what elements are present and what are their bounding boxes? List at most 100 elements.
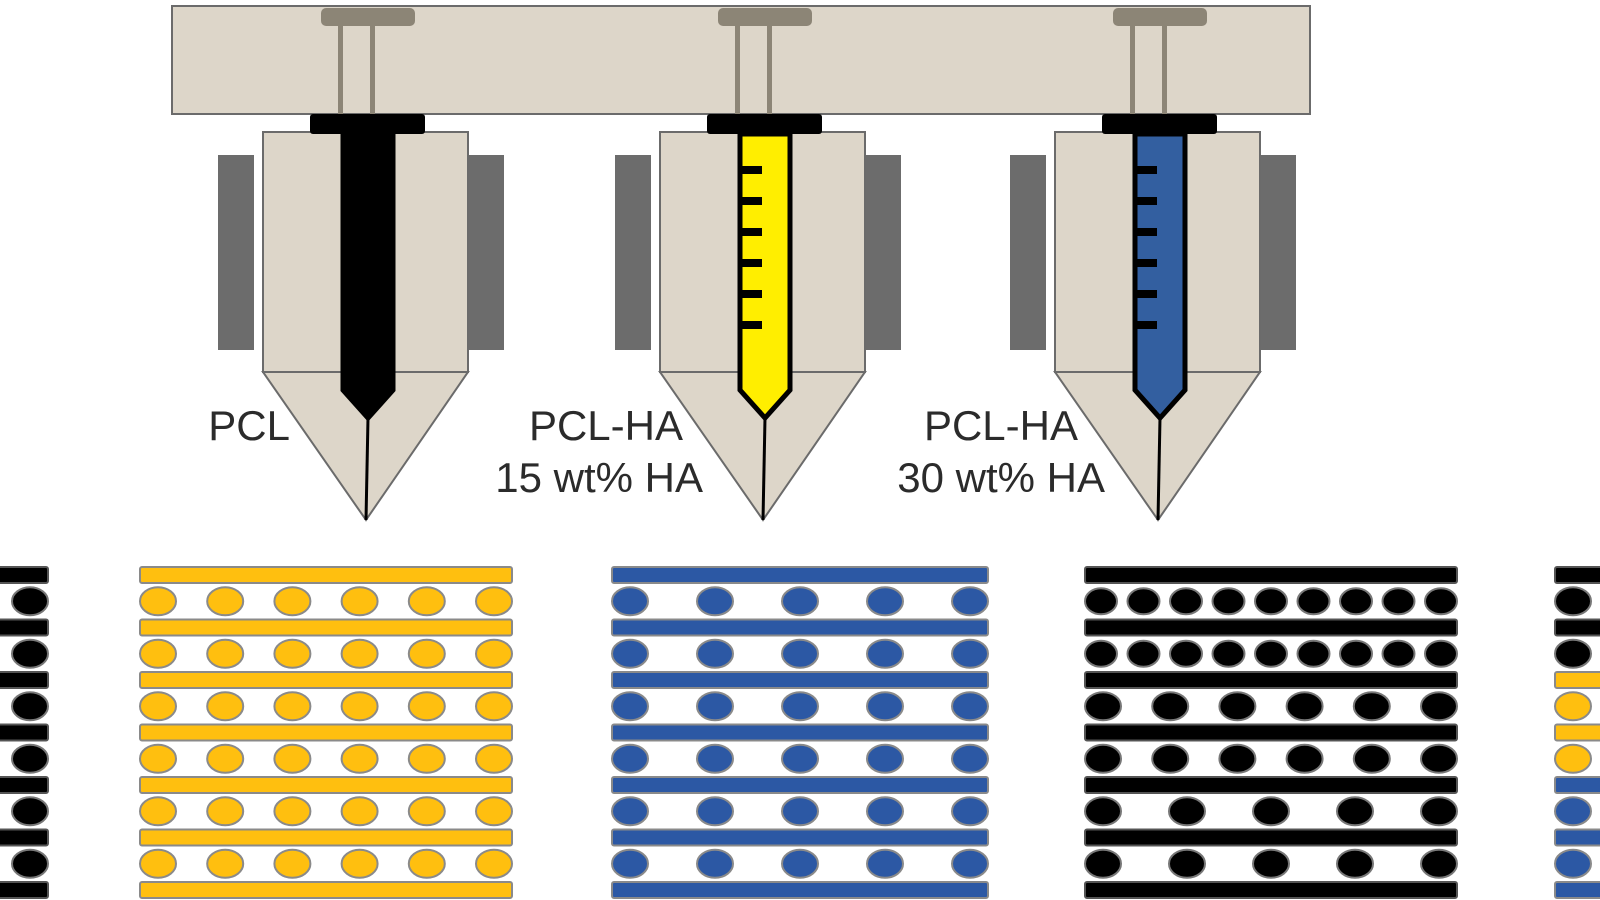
strand-cross-section [1126, 639, 1161, 668]
nozzle-labels: PCL PCL-HA 15 wt% HA PCL-HA 30 wt% HA [208, 402, 1105, 501]
strand-cross-section [951, 796, 989, 827]
strand-cross-section [611, 638, 649, 669]
strand-bar [611, 881, 989, 899]
plunger-head [1113, 8, 1207, 26]
strand-cross-section [781, 743, 819, 774]
syringe-needle [761, 417, 767, 521]
strand-cross-section [206, 796, 245, 827]
strand-cross-section [475, 638, 513, 669]
strand-cross-section [696, 638, 734, 669]
strand-cross-section [407, 691, 446, 722]
strand-cross-section [273, 848, 312, 879]
strand-cross-section [11, 848, 49, 879]
strand-cross-section [1554, 743, 1592, 774]
heater-left [218, 155, 254, 350]
strand-bar [1084, 723, 1458, 742]
strand-bar [1554, 881, 1600, 899]
plunger-head [321, 8, 415, 26]
strand-cross-section [696, 586, 734, 617]
strand-bar [1084, 566, 1458, 584]
strand-cross-section [11, 638, 49, 669]
nozzle-pcl [218, 8, 504, 522]
graduation-mark [1135, 290, 1157, 298]
syringe-barrel [737, 131, 793, 422]
strand-bar [1554, 723, 1600, 742]
scaffold-graded-black-scaffold [1084, 566, 1458, 899]
strand-cross-section [1352, 743, 1391, 774]
strand-cross-section [1285, 743, 1324, 774]
nozzles [218, 8, 1296, 522]
strand-cross-section [1169, 639, 1203, 668]
strand-bar [1554, 671, 1600, 689]
strand-cross-section [340, 743, 379, 774]
strand-cross-section [866, 796, 904, 827]
strand-bar [1084, 828, 1458, 847]
syringe-cap [1102, 114, 1217, 134]
strand-cross-section [1168, 796, 1206, 827]
strand-cross-section [1084, 848, 1122, 879]
graduation-mark [1135, 197, 1157, 205]
graduation-mark [740, 197, 762, 205]
graduation-mark [1135, 166, 1157, 174]
strand-cross-section [206, 586, 245, 617]
strand-bar [139, 881, 513, 899]
strand-bar [1084, 671, 1458, 689]
strand-bar [1554, 618, 1600, 637]
strand-bar [0, 723, 49, 742]
heater-right [468, 155, 504, 350]
strand-bar [0, 776, 49, 794]
heater-left [615, 155, 651, 350]
strand-cross-section [866, 638, 904, 669]
label-pcl-ha-15-line1: PCL-HA [529, 402, 683, 449]
scaffold-partial-right-multimaterial [1554, 566, 1600, 899]
strand-cross-section [611, 848, 649, 879]
strand-cross-section [951, 848, 989, 879]
syringe-needle [364, 417, 370, 521]
strand-cross-section [1084, 639, 1118, 668]
strand-cross-section [781, 848, 819, 879]
strand-cross-section [1084, 743, 1122, 774]
strand-cross-section [139, 796, 177, 827]
strand-cross-section [1084, 587, 1118, 616]
strand-cross-section [781, 638, 819, 669]
strand-cross-section [1084, 796, 1122, 827]
strand-cross-section [206, 638, 245, 669]
strand-cross-section [139, 586, 177, 617]
strand-cross-section [1211, 587, 1246, 616]
strand-cross-section [1352, 691, 1391, 722]
strand-bar [0, 671, 49, 689]
strand-cross-section [139, 743, 177, 774]
strand-cross-section [1285, 691, 1324, 722]
strand-cross-section [696, 848, 734, 879]
graduation-mark [1135, 259, 1157, 267]
strand-bar [139, 776, 513, 794]
strand-bar [1554, 776, 1600, 794]
strand-bar [611, 618, 989, 637]
strand-bar [611, 776, 989, 794]
strand-cross-section [866, 691, 904, 722]
strand-cross-section [611, 796, 649, 827]
strand-cross-section [1554, 586, 1592, 617]
strand-cross-section [1151, 743, 1190, 774]
strand-cross-section [1381, 639, 1416, 668]
strand-cross-section [1420, 848, 1458, 879]
strand-cross-section [1420, 743, 1458, 774]
strand-cross-section [1168, 848, 1206, 879]
strand-cross-section [1420, 796, 1458, 827]
graduation-mark [740, 259, 762, 267]
strand-bar [0, 566, 49, 584]
strand-cross-section [1339, 587, 1373, 616]
syringe-barrel [1132, 131, 1188, 422]
syringe-cap [310, 114, 425, 134]
strand-cross-section [273, 796, 312, 827]
plunger-rod [1130, 26, 1135, 114]
strand-cross-section [951, 586, 989, 617]
strand-cross-section [1084, 691, 1122, 722]
strand-cross-section [1339, 639, 1373, 668]
graduation-mark [740, 321, 762, 329]
strand-cross-section [475, 586, 513, 617]
strand-cross-section [1252, 848, 1290, 879]
scaffold-yellow-scaffold [139, 566, 513, 899]
strand-cross-section [1126, 587, 1161, 616]
